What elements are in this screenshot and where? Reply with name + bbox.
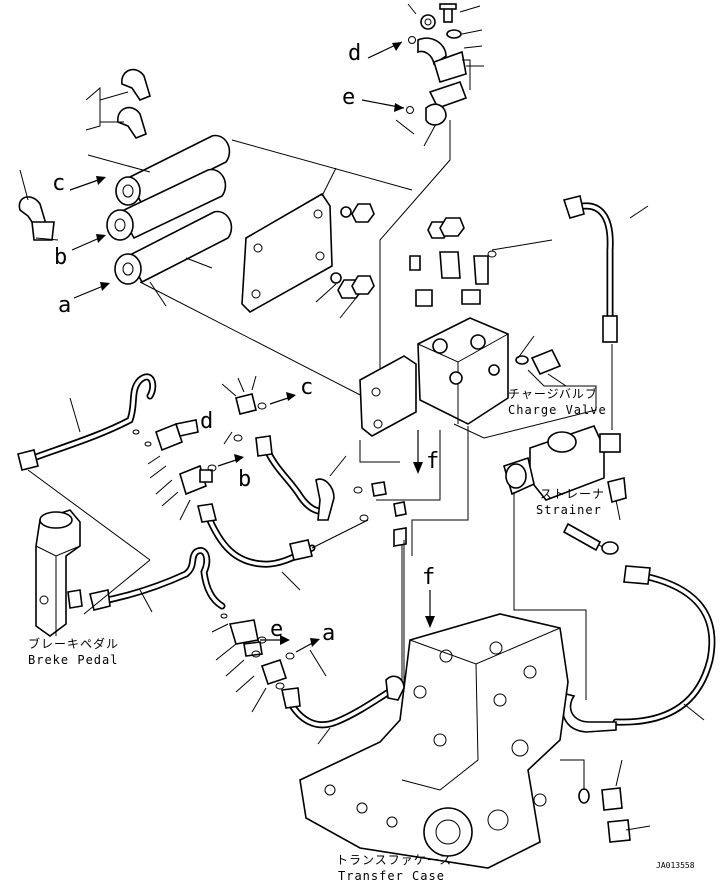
- strainer-tube: [513, 492, 619, 700]
- hose-valve-to-strainer: [487, 195, 649, 430]
- callout-letter-f: f: [422, 565, 435, 590]
- accumulator-top: [115, 134, 231, 206]
- brake-pedal-label-en: Breke Pedal: [28, 653, 118, 667]
- transfer-case-label-jp: トランスファケース: [336, 853, 452, 867]
- callout-e-top: e: [342, 85, 405, 112]
- callout-a-left: a: [58, 282, 110, 318]
- callout-letter-e: e: [342, 85, 355, 110]
- callout-letter-c: c: [300, 375, 313, 400]
- lower-right-fittings: [560, 759, 651, 843]
- callout-b-left: b: [54, 234, 106, 270]
- callout-a-lower: a: [295, 621, 335, 653]
- washer-icon: [340, 206, 352, 218]
- accumulator-assembly: [18, 68, 375, 313]
- callout-d-top: d: [348, 41, 403, 66]
- accumulator-clamps: [18, 68, 151, 241]
- callout-letter-a: a: [58, 293, 71, 318]
- transfer-case-label-en: Transfer Case: [338, 869, 445, 883]
- washer-icon: [330, 272, 342, 284]
- hose-strainer-to-transfer: [561, 565, 716, 733]
- nut-icon: [351, 203, 375, 223]
- brake-pedal-valve: [35, 509, 83, 637]
- brake-pedal-label-jp: ブレーキペダル: [28, 636, 119, 651]
- hose-center-long: [197, 503, 369, 591]
- charge-valve: [359, 217, 562, 437]
- callout-b-middle: b: [217, 454, 251, 492]
- top-bracket-parts: [379, 3, 484, 380]
- nut-icon: [351, 275, 375, 295]
- callout-d-middle: d: [200, 409, 213, 434]
- callout-c-left: c: [52, 171, 106, 196]
- callout-letter-d: d: [200, 409, 213, 434]
- charge-valve-label-jp: チャージバルブ: [508, 386, 598, 401]
- drawing-number: JA013558: [656, 861, 695, 870]
- callout-letter-a: a: [322, 621, 335, 646]
- strainer-label-en: Strainer: [536, 503, 602, 517]
- callout-letter-c: c: [52, 171, 65, 196]
- accumulator-bottom: [114, 210, 233, 285]
- transfer-case: [299, 613, 569, 869]
- charge-valve-label-en: Charge Valve: [508, 403, 607, 417]
- fittings-cluster-lower: [211, 613, 327, 713]
- accumulator-middle: [106, 168, 227, 241]
- fittings-cluster-middle: [132, 375, 267, 521]
- strainer-label-jp: ストレーナ: [540, 487, 605, 501]
- callout-f-transfer: f: [422, 565, 435, 628]
- leader-lines-valve: [453, 335, 597, 439]
- callout-c-middle: c: [269, 375, 313, 405]
- hose-brake: [83, 547, 226, 615]
- callout-letter-d: d: [348, 41, 361, 66]
- strainer: [503, 425, 627, 521]
- hose-middle-c: [255, 435, 347, 521]
- callout-f-valve: f: [413, 430, 439, 474]
- callout-letter-b: b: [238, 467, 251, 492]
- reference-lines-center: [353, 426, 469, 680]
- accumulator-bracket: [241, 192, 333, 313]
- callout-e-lower: e: [260, 617, 290, 645]
- hose-left-upper: [17, 373, 157, 561]
- callout-letter-b: b: [54, 245, 67, 270]
- callout-letter-e: e: [270, 617, 283, 642]
- leader-lines-accumulators: [19, 86, 413, 401]
- callout-letter-f: f: [426, 449, 439, 474]
- hose-lower-to-transfer: [281, 540, 405, 745]
